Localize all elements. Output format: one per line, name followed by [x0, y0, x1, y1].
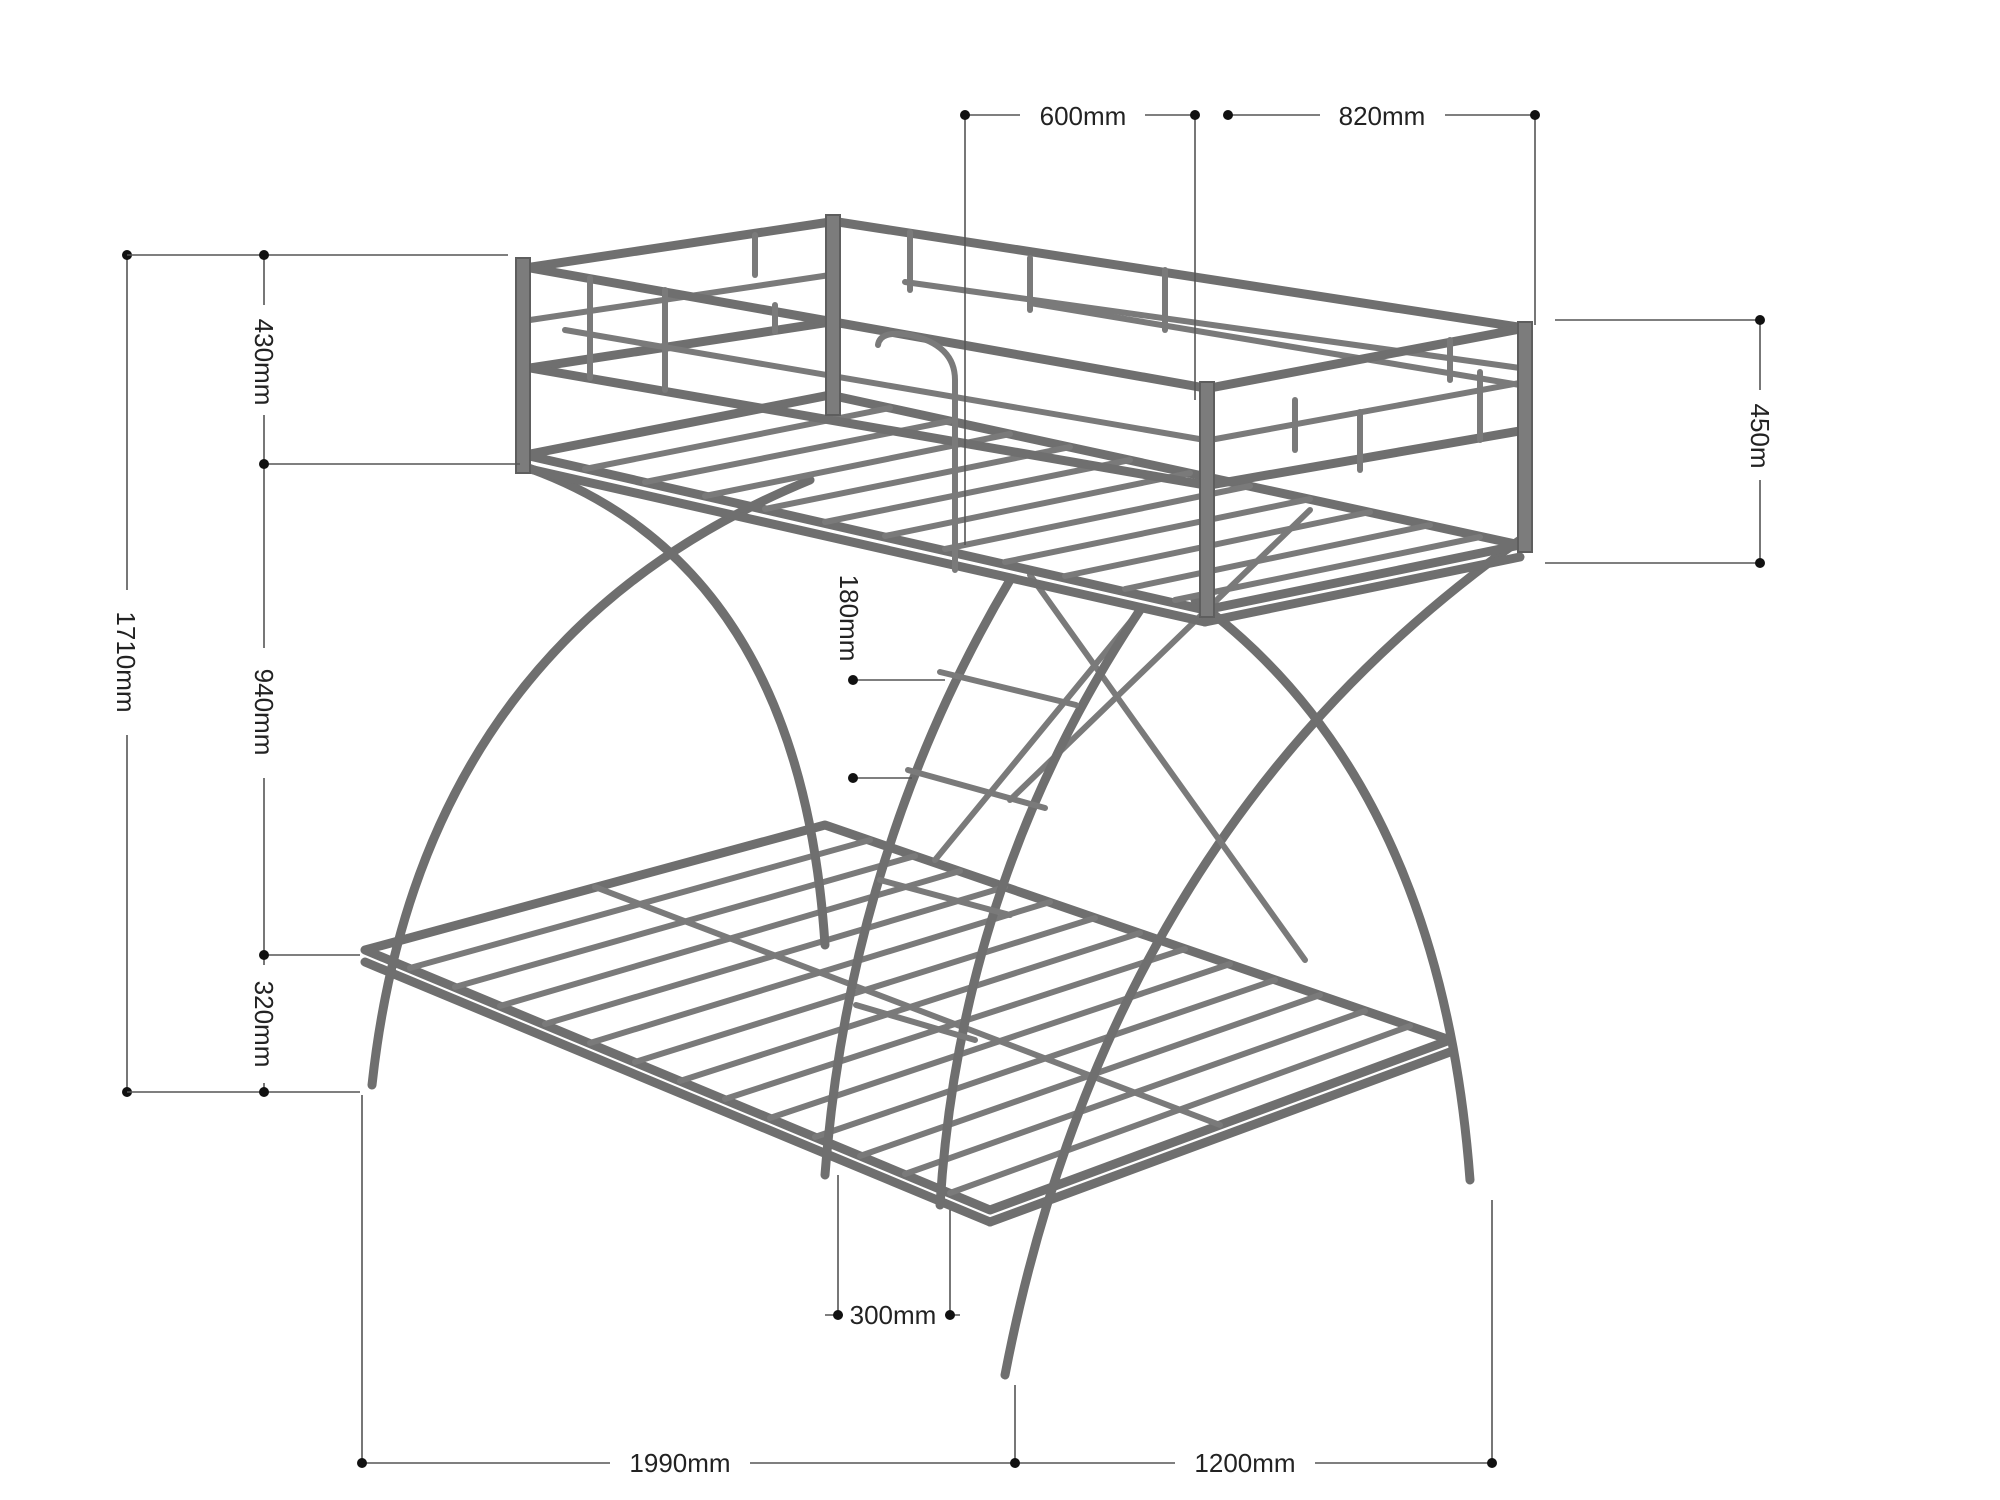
label-right-rail-height: 450m — [1745, 403, 1775, 468]
dimension-labels: 600mm 820mm 430mm 1710mm 940mm 320mm 450… — [105, 98, 1780, 1480]
label-top-width: 820mm — [1339, 101, 1426, 131]
label-overall-length: 1990mm — [629, 1448, 730, 1478]
arched-legs — [367, 460, 1525, 1380]
guard-rails — [520, 217, 1530, 573]
label-lower-height: 320mm — [249, 981, 279, 1068]
label-ladder-step: 180mm — [834, 575, 864, 662]
ladder — [820, 575, 1145, 1210]
label-upper-rail-height: 430mm — [249, 319, 279, 406]
corner-posts — [515, 214, 1533, 618]
label-overall-width: 1200mm — [1194, 1448, 1295, 1478]
label-overall-height: 1710mm — [111, 611, 141, 712]
label-ladder-width: 300mm — [850, 1300, 937, 1330]
bed-frame — [360, 214, 1533, 1380]
label-top-upper-length: 600mm — [1040, 101, 1127, 131]
upper-bed — [520, 390, 1525, 627]
dimension-lines — [122, 110, 1765, 1468]
label-mid-clearance: 940mm — [249, 669, 279, 756]
